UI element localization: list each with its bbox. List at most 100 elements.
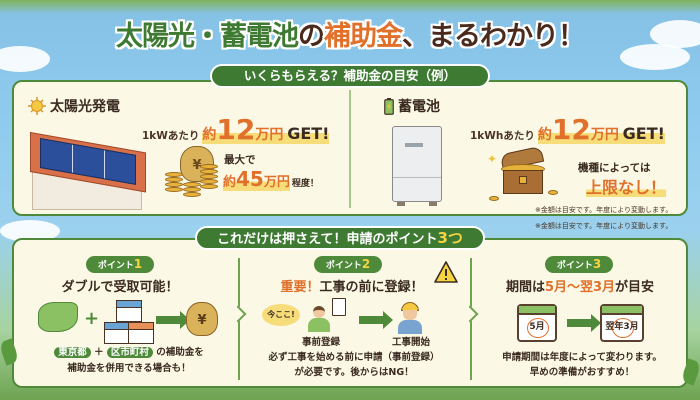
battery-limit-line2: 上限なし！ (586, 174, 667, 198)
here-now-text: 今ここ! (267, 310, 295, 319)
title-part-rest: 、まるわかり！ (402, 21, 585, 52)
title-part-solar-battery: 太陽光・蓄電池 (116, 21, 299, 52)
point-3-pill: ポイント3 (545, 256, 613, 273)
battery-rate-highlight: 約12万円 GET! (537, 116, 665, 144)
solar-rate-get: GET! (287, 124, 330, 143)
point-1-label: ポイント (97, 261, 134, 271)
battery-rate-unit: 万円 (590, 127, 619, 143)
battery-title: 蓄電池 (384, 96, 440, 116)
point-3-caption-line1: 申請期間は年度によって変わります。 (502, 352, 662, 363)
battery-rate-approx: 約 (537, 127, 552, 143)
calendar-march-label: 翌年3月 (605, 322, 639, 332)
solar-max-unit: 万円 (263, 175, 290, 190)
cloud-decoration (620, 44, 690, 70)
title-part-no: の (298, 21, 325, 52)
solar-rate: 1kWあたり 約12万円 GET! (142, 116, 330, 144)
point-2-caption-line2: が必要です。後からはNG！ (294, 367, 414, 378)
battery-icon (384, 97, 394, 115)
coin-stack-icon (183, 192, 201, 197)
point-1-heading: ダブルで受取可能！ (61, 280, 179, 295)
treasure-chest-icon (495, 145, 551, 200)
battery-unit-illustration (392, 126, 442, 206)
battery-rate: 1kWhあたり 約12万円 GET! (470, 116, 665, 144)
point-2-caption-line1: 必ず工事を始める前に申請（事前登録） (268, 352, 440, 363)
point-1-pill: ポイント1 (86, 256, 154, 273)
title-part-subsidy: 補助金 (324, 21, 403, 52)
arrow-right-icon (567, 314, 601, 332)
municipal-building-icon (116, 300, 142, 322)
point-3-heading-period: 5月〜翌3月 (544, 280, 616, 295)
solar-max-prefix: 最大で (224, 154, 256, 166)
solar-max-suffix: 程度！ (291, 179, 319, 189)
plus-text: ＋ (94, 347, 104, 358)
municipal-building-icon (104, 322, 130, 344)
calendar-march-icon: 翌年3月 (600, 304, 644, 342)
coin-icon (548, 190, 558, 195)
solar-rate-approx: 約 (202, 127, 217, 143)
point-1-number: 1 (133, 257, 143, 271)
point-3-heading-c: が目安 (615, 280, 655, 295)
checklist-icon (332, 298, 346, 316)
construction-worker-icon (398, 302, 422, 334)
calendar-may-label: 5月 (529, 322, 545, 332)
arrow-right-icon (156, 311, 190, 329)
point-3-caption-line2: 早めの準備がおすすめ！ (529, 367, 635, 378)
point-3-label: ポイント (556, 261, 593, 271)
municipal-building-icon (128, 322, 154, 344)
coin-stack-icon (165, 187, 183, 192)
battery-rate-amount: 12 (551, 113, 591, 146)
point-2-heading-accent: 重要！ (280, 280, 320, 295)
battery-rate-prefix: 1kWhあたり (470, 130, 535, 142)
plus-icon: + (84, 308, 100, 329)
point-2-heading-text: 工事の前に登録！ (319, 280, 424, 295)
point-2-heading: 重要！工事の前に登録！ (262, 276, 442, 295)
amount-disclaimer-inside: ※金額は目安です。年度により変動します。 (535, 206, 673, 214)
subsidy-estimate-pill: いくらもらえる？補助金の目安（例） (210, 64, 490, 88)
point-3-heading: 期間は5月〜翌3月が目安 (490, 276, 670, 295)
coin-stack-icon (200, 184, 218, 189)
person-at-laptop-icon (306, 306, 332, 334)
solar-rate-highlight: 約12万円 GET! (202, 116, 330, 144)
point-1-caption-line2: 補助金を併用できる場合も！ (67, 363, 191, 374)
application-points-pill: これだけは押さえて！申請のポイント3つ (195, 226, 485, 250)
solar-rate-prefix: 1kWあたり (142, 130, 200, 142)
battery-limit-highlight: 上限なし！ (586, 178, 667, 197)
solar-max-highlight: 約45万円 (223, 167, 290, 191)
battery-rate-get: GET! (622, 124, 665, 143)
cloud-decoration (0, 220, 60, 242)
cloud-decoration (650, 20, 700, 48)
point-2-label: ポイント (325, 261, 362, 271)
point-1-caption-rest: の補助金を (156, 347, 204, 358)
solar-max: 約45万円 程度！ (223, 167, 319, 191)
amount-disclaimer-outside: ※金額は目安です。年度により変動します。 (535, 222, 673, 230)
municipality-tag: 区市町村 (106, 347, 153, 358)
arrow-right-icon (359, 311, 393, 329)
sparkle-icon: ✦ (487, 152, 498, 166)
application-points-label: これだけは押さえて！申請のポイント (217, 232, 438, 247)
solar-rate-amount: 12 (216, 113, 256, 146)
battery-limit-line1: 機種によっては (578, 162, 651, 174)
sun-icon (28, 97, 46, 115)
solar-title: 太陽光発電 (28, 96, 120, 116)
point-2-number: 2 (361, 257, 371, 271)
tokyo-map-icon (38, 302, 78, 332)
page-title: 太陽光・蓄電池の補助金、まるわかり！ (0, 14, 700, 53)
solar-rate-unit: 万円 (255, 127, 284, 143)
coin-icon (489, 196, 499, 201)
solar-max-approx: 約 (223, 175, 237, 190)
calendar-may-icon: 5月 (517, 304, 557, 342)
solar-roof-illustration (30, 132, 150, 210)
warning-icon (434, 261, 458, 283)
point-3-heading-a: 期間は (505, 280, 545, 295)
step-pre-registration: 事前登録 (301, 337, 340, 348)
top-divider (349, 90, 351, 208)
solar-max-amount: 45 (236, 167, 264, 191)
solar-title-text: 太陽光発電 (50, 99, 120, 115)
here-now-bubble: 今ここ! (262, 304, 300, 326)
point-3-number: 3 (592, 257, 602, 271)
point-2-pill: ポイント2 (314, 256, 382, 273)
point-1-caption-line1: 東京都 ＋ 区市町村 の補助金を (34, 346, 224, 360)
yen-money-bag-icon: ¥ (186, 302, 218, 336)
application-points-count: 3つ (437, 229, 463, 247)
subsidy-estimate-label: いくらもらえる？補助金の目安（例） (243, 68, 457, 83)
